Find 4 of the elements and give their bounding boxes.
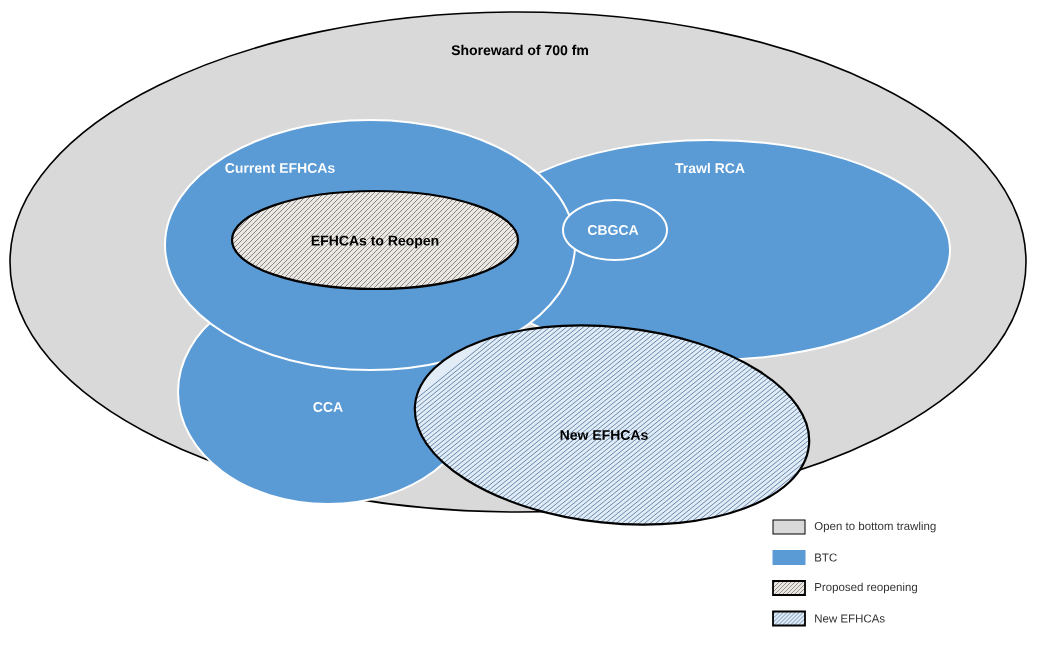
legend-label: Open to bottom trawling [814,521,936,533]
legend-label: New EFHCAs [815,614,885,623]
legend-label: BTC [815,553,837,562]
legend-label: Proposed reopening [815,582,917,594]
